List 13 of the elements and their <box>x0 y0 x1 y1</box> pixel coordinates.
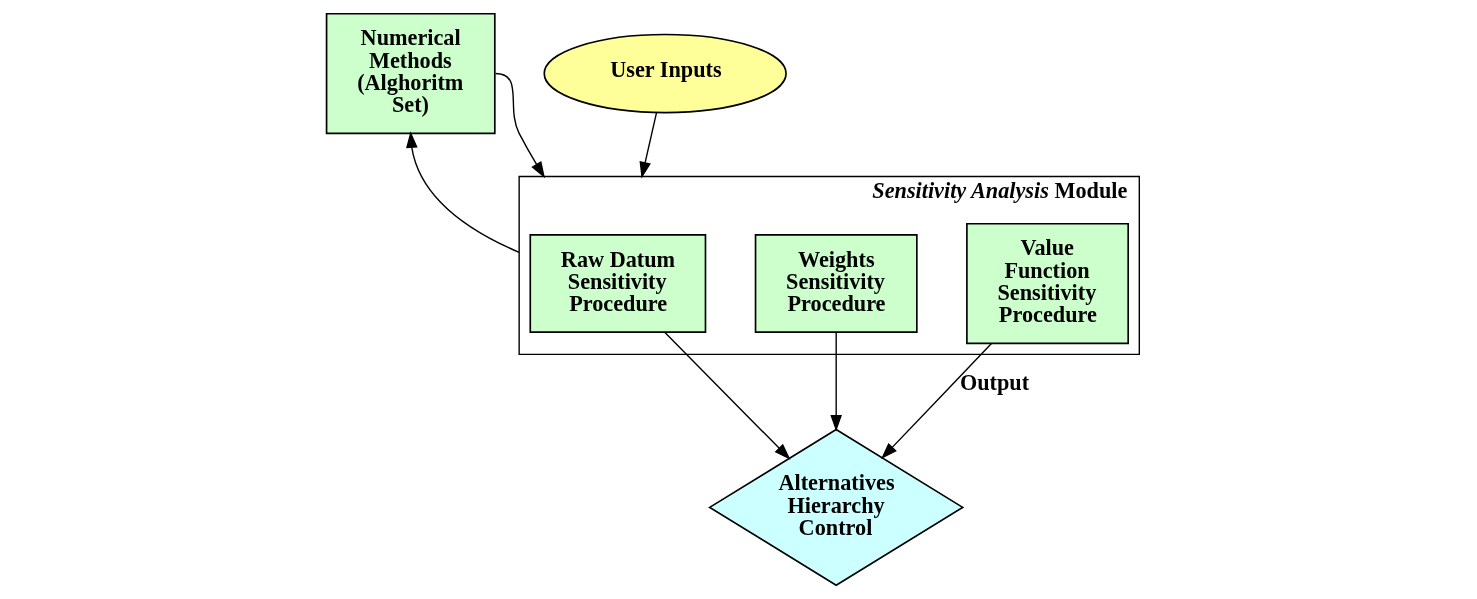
arrow <box>664 331 791 460</box>
node-box: Weights Sensitivity Procedure <box>754 234 918 333</box>
arrow <box>494 72 545 179</box>
edge-label: Output <box>959 370 1030 396</box>
arrow <box>406 131 520 254</box>
arrow <box>830 331 843 432</box>
node-box: Numerical Methods (Alghoritm Set) <box>325 12 496 135</box>
arrow <box>881 342 993 459</box>
node-box: Raw Datum Sensitivity Procedure <box>529 234 707 333</box>
node-ellipse: User Inputs <box>543 33 787 114</box>
node-box: Value Function Sensitivity Procedure <box>966 222 1130 345</box>
node-diamond: Alternatives Hierarchy Control <box>708 428 965 587</box>
arrow <box>639 112 658 179</box>
